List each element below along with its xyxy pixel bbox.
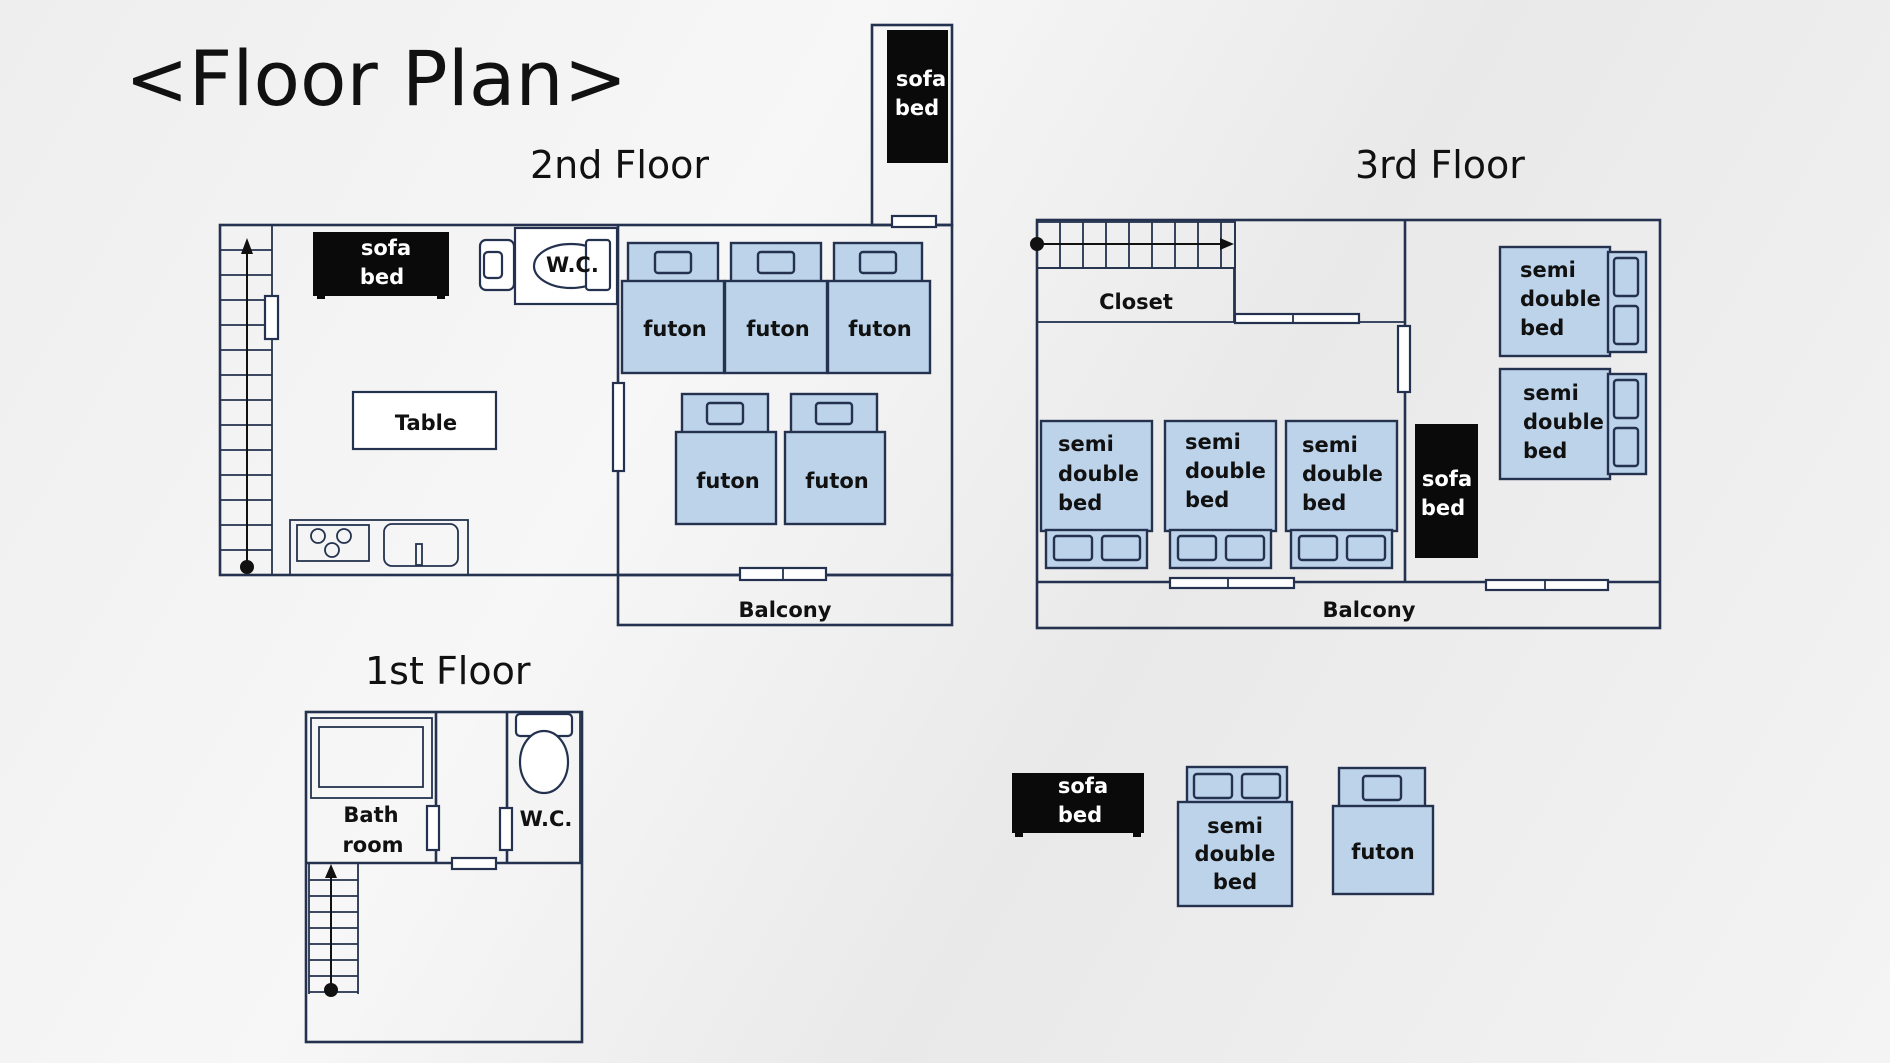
- third-floor-semi-double-bed: semi double bed: [1039, 419, 1154, 570]
- legend-futon: futon: [1331, 766, 1435, 896]
- sofa-label: sofa: [361, 236, 411, 260]
- double-label: double: [1185, 459, 1266, 483]
- room-label: room: [342, 833, 403, 857]
- closet-label: Closet: [1099, 290, 1173, 314]
- semi-label: semi: [1520, 258, 1576, 282]
- legend-sofa-bed: sofa bed: [1012, 773, 1144, 837]
- futon-label: futon: [696, 469, 760, 493]
- bed-label: bed: [360, 265, 404, 289]
- futon-label: futon: [1351, 840, 1415, 864]
- second-floor-futon: futon: [826, 241, 932, 375]
- bed-label: bed: [1185, 488, 1229, 512]
- legend-semi-double-bed: semi double bed: [1176, 765, 1294, 908]
- futon-label: futon: [643, 317, 707, 341]
- second-floor-futon: futon: [783, 392, 887, 526]
- bed-label: bed: [1421, 496, 1465, 520]
- sofa-label: sofa: [1058, 774, 1108, 798]
- page-title: <Floor Plan>: [125, 34, 627, 123]
- double-label: double: [1523, 410, 1604, 434]
- third-floor-sofa-bed: sofa bed: [1415, 424, 1478, 558]
- wc-label: W.C.: [520, 807, 573, 831]
- bed-label: bed: [895, 96, 939, 120]
- second-floor-top-sofa-bed: sofa bed: [887, 30, 948, 163]
- first-floor-bathroom: Bath room: [310, 717, 433, 857]
- second-floor-futon: futon: [674, 392, 778, 526]
- third-floor-plan: Closet semi double bed semi double bed: [1030, 218, 1662, 630]
- second-floor-wc: W.C.: [478, 226, 619, 306]
- second-floor-plan: sofa bed sofa bed W.C. Table: [218, 23, 954, 627]
- semi-label: semi: [1302, 433, 1358, 457]
- legend: sofa bed semi double bed futon: [1012, 765, 1435, 908]
- third-floor-staircase: [1030, 221, 1236, 269]
- first-floor-wc: W.C.: [514, 712, 574, 831]
- semi-label: semi: [1523, 381, 1579, 405]
- third-floor-semi-double-bed: semi double bed: [1498, 245, 1648, 358]
- table-label: Table: [395, 411, 457, 435]
- double-label: double: [1520, 287, 1601, 311]
- semi-label: semi: [1207, 814, 1263, 838]
- bed-label: bed: [1058, 803, 1102, 827]
- first-floor-staircase: [308, 863, 359, 997]
- futon-label: futon: [805, 469, 869, 493]
- double-label: double: [1195, 842, 1276, 866]
- futon-label: futon: [746, 317, 810, 341]
- second-floor-futon: futon: [723, 241, 829, 375]
- sofa-label: sofa: [896, 67, 946, 91]
- bed-label: bed: [1302, 491, 1346, 515]
- second-floor-futon: futon: [620, 241, 726, 375]
- second-floor-sofa-bed: sofa bed: [313, 232, 449, 299]
- futon-label: futon: [848, 317, 912, 341]
- third-floor-semi-double-bed: semi double bed: [1498, 367, 1648, 481]
- double-label: double: [1058, 462, 1139, 486]
- third-floor-heading: 3rd Floor: [1355, 143, 1525, 187]
- bed-label: bed: [1520, 316, 1564, 340]
- third-floor-semi-double-bed: semi double bed: [1163, 419, 1278, 570]
- first-floor-plan: Bath room W.C.: [304, 710, 584, 1044]
- second-floor-heading: 2nd Floor: [530, 143, 709, 187]
- second-floor-kitchen: [289, 519, 469, 576]
- wc-label: W.C.: [546, 253, 599, 277]
- bed-label: bed: [1523, 439, 1567, 463]
- second-floor-table: Table: [351, 390, 498, 451]
- bed-label: bed: [1058, 491, 1102, 515]
- sofa-label: sofa: [1422, 467, 1472, 491]
- third-floor-balcony-label: Balcony: [1323, 598, 1416, 622]
- third-floor-semi-double-bed: semi double bed: [1284, 419, 1399, 570]
- semi-label: semi: [1185, 430, 1241, 454]
- bed-label: bed: [1213, 870, 1257, 894]
- second-floor-balcony-label: Balcony: [739, 598, 832, 622]
- double-label: double: [1302, 462, 1383, 486]
- first-floor-heading: 1st Floor: [365, 649, 531, 693]
- second-floor-staircase: [220, 225, 273, 575]
- bath-label: Bath: [343, 803, 398, 827]
- semi-label: semi: [1058, 432, 1114, 456]
